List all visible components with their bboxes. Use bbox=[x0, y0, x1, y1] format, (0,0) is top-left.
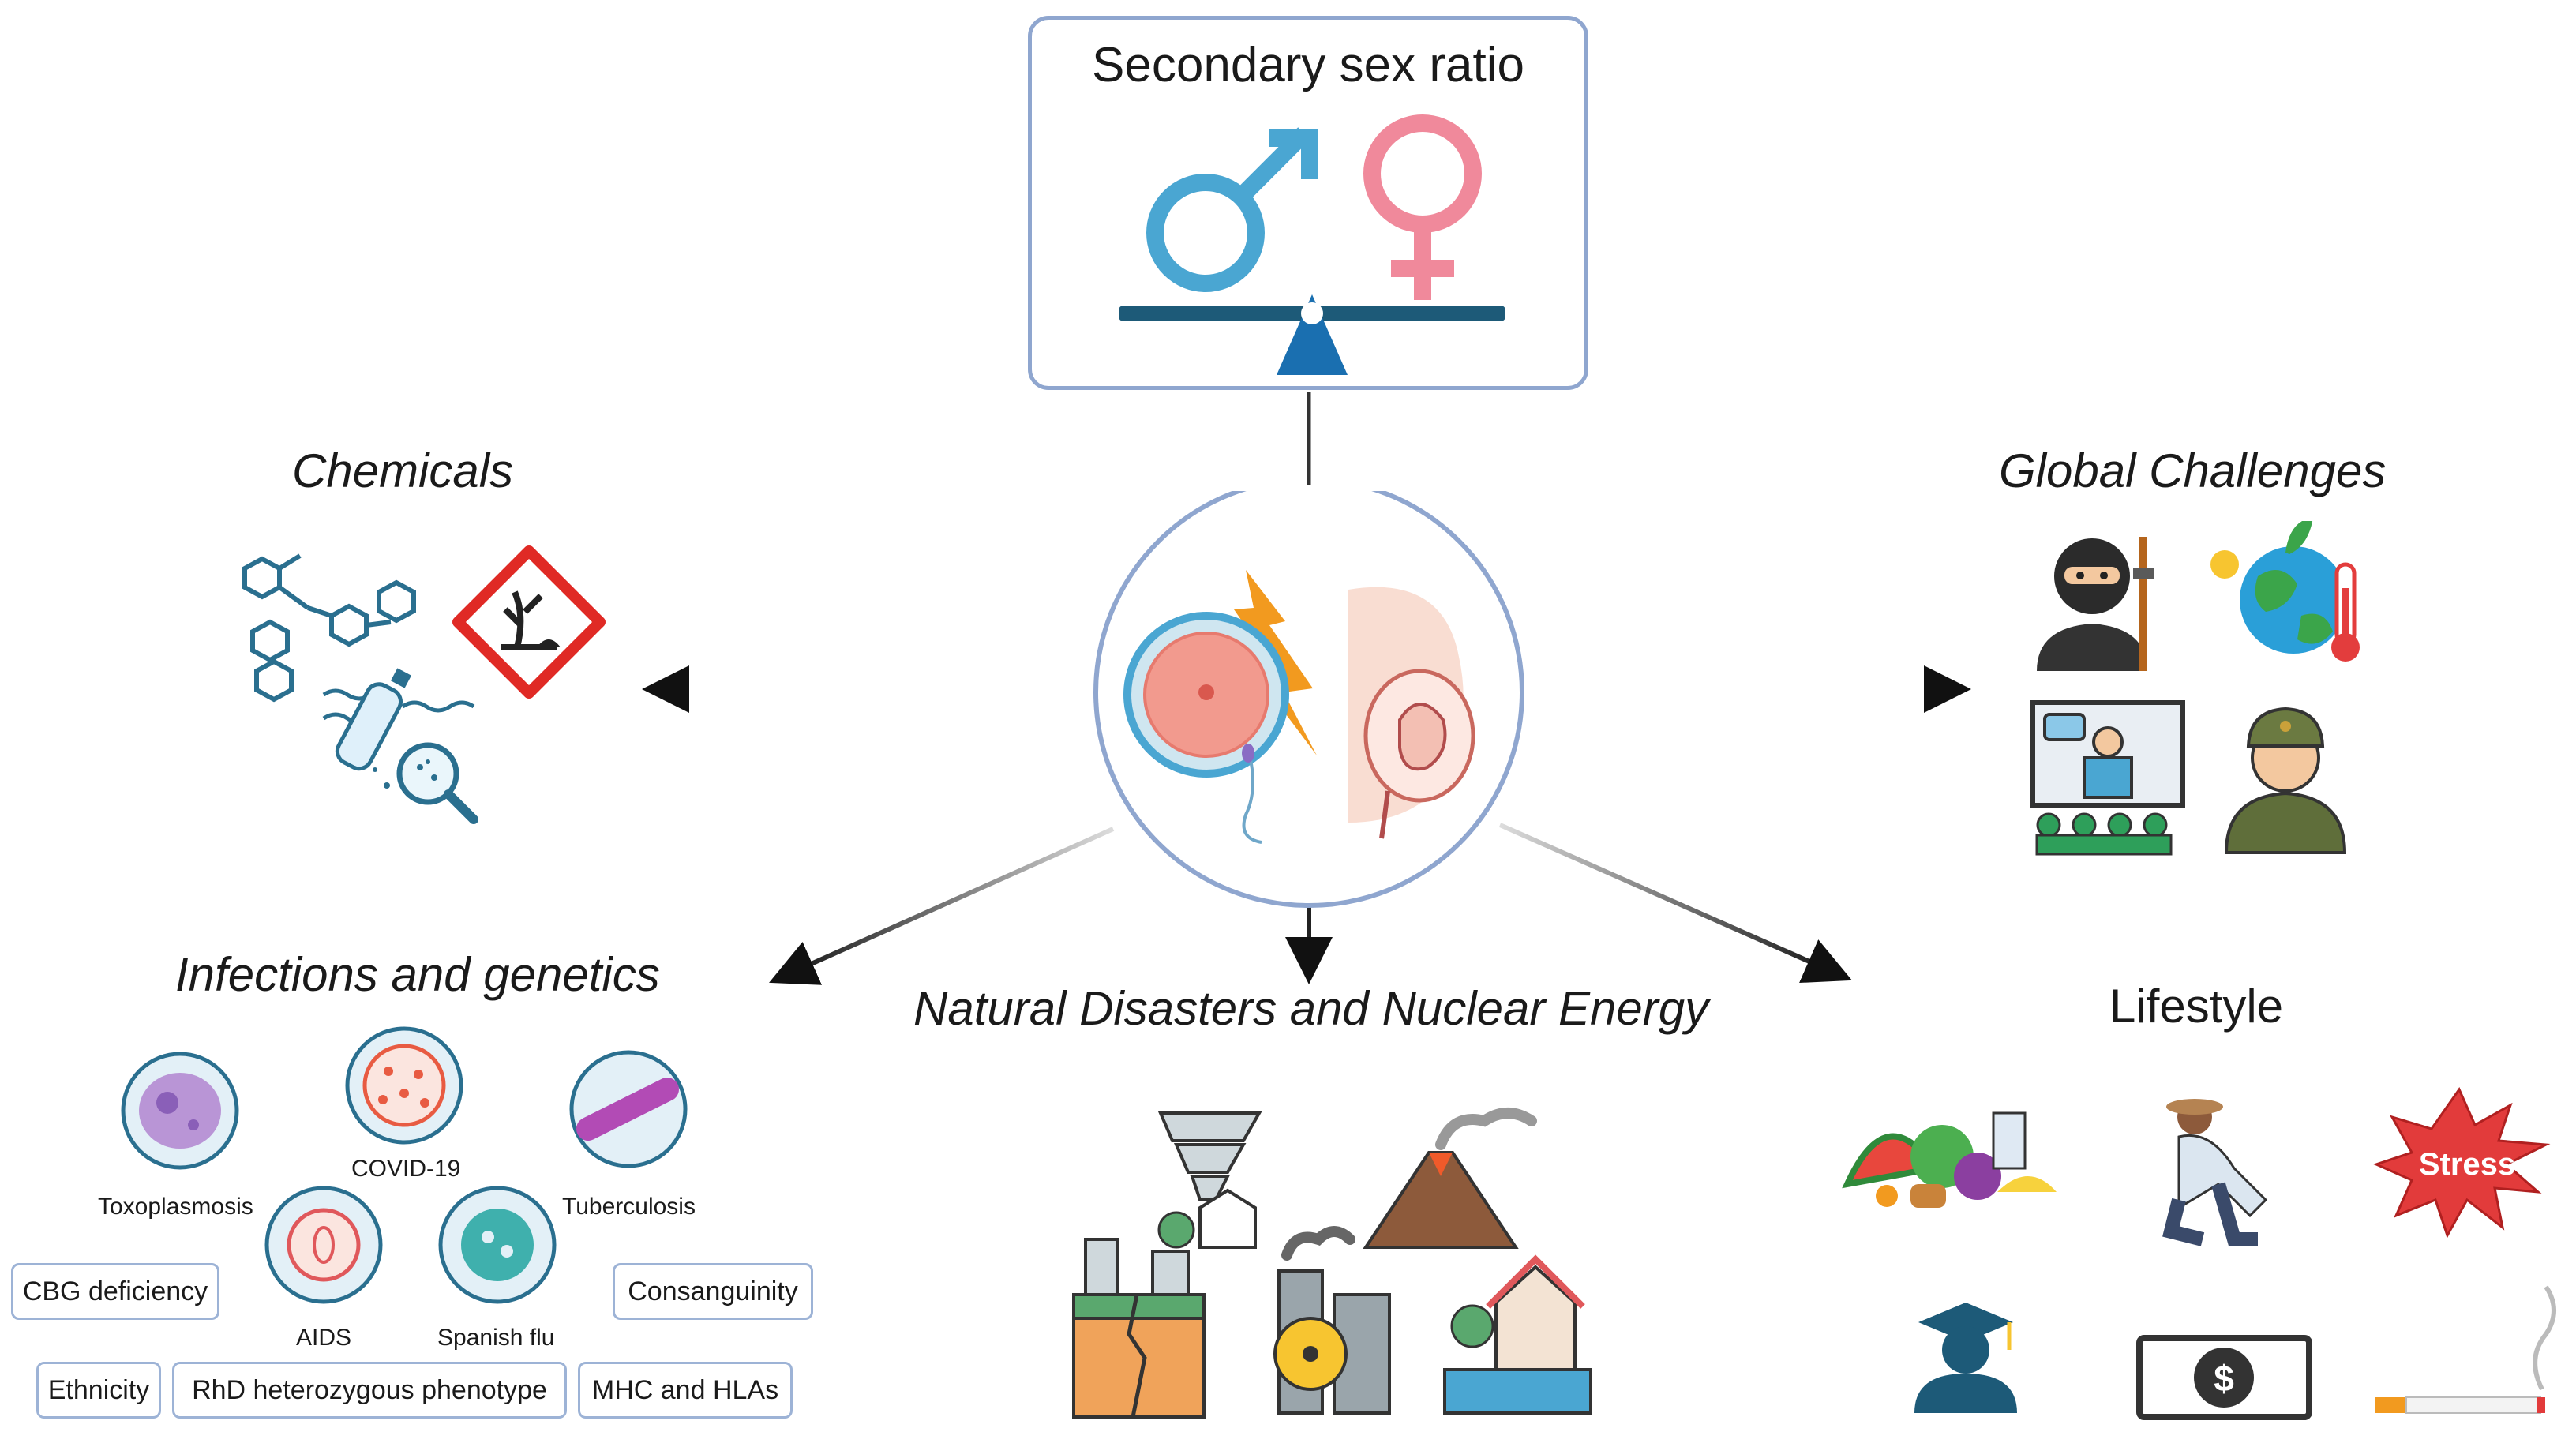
stress-icon: Stress bbox=[2372, 1086, 2551, 1239]
female-symbol-icon bbox=[1363, 114, 1482, 300]
graduate-icon bbox=[1914, 1303, 2017, 1413]
pregnancy-icon bbox=[1348, 587, 1475, 839]
arrow-to-infections bbox=[769, 827, 1115, 985]
tag-cbg-deficiency: CBG deficiency bbox=[11, 1263, 219, 1320]
money-icon: $ bbox=[2136, 1335, 2312, 1420]
lifestyle-title: Lifestyle bbox=[2109, 980, 2284, 1033]
tag-rhd-phenotype: RhD heterozygous phenotype bbox=[172, 1362, 567, 1419]
conference-icon bbox=[2030, 700, 2185, 856]
tornado-icon bbox=[1157, 1111, 1262, 1249]
svg-text:$: $ bbox=[2214, 1358, 2234, 1399]
global-challenges-title: Global Challenges bbox=[1999, 444, 2387, 497]
flood-icon bbox=[1443, 1254, 1592, 1415]
natural-disasters-title: Natural Disasters and Nuclear Energy bbox=[913, 982, 1709, 1035]
molecule-icon bbox=[242, 553, 416, 703]
aids-label: AIDS bbox=[296, 1325, 352, 1351]
ovum-icon bbox=[1123, 612, 1289, 844]
tag-ethnicity: Ethnicity bbox=[36, 1362, 161, 1419]
infections-title: Infections and genetics bbox=[175, 948, 660, 1001]
volcano-icon bbox=[1363, 1108, 1537, 1249]
soldier-icon bbox=[2224, 707, 2347, 854]
terrorist-icon bbox=[2037, 537, 2154, 671]
climate-change-icon bbox=[2210, 521, 2360, 662]
earthquake-icon bbox=[1072, 1238, 1206, 1419]
tuberculosis-icon bbox=[569, 1050, 688, 1168]
environmental-hazard-icon bbox=[452, 545, 606, 699]
global-challenges-icons bbox=[2030, 521, 2360, 856]
aids-icon bbox=[264, 1186, 383, 1304]
chemicals-icons bbox=[242, 545, 606, 824]
tuberculosis-label: Tuberculosis bbox=[562, 1194, 696, 1220]
plastic-pollution-icon bbox=[322, 668, 478, 824]
tag-mhc-hlas: MHC and HLAs bbox=[578, 1362, 793, 1419]
arrow-to-lifestyle bbox=[1498, 823, 1852, 984]
cigarette-icon bbox=[2375, 1285, 2556, 1414]
farmer-icon bbox=[2162, 1099, 2268, 1246]
spanish-flu-label: Spanish flu bbox=[437, 1325, 555, 1351]
stress-label: Stress bbox=[2419, 1147, 2515, 1182]
secondary-sex-ratio-box: Secondary sex ratio bbox=[1028, 16, 1588, 390]
covid-label: COVID-19 bbox=[351, 1156, 461, 1182]
lifestyle-icons: Stress $ bbox=[1842, 1086, 2556, 1420]
toxoplasmosis-icon bbox=[121, 1052, 239, 1170]
balance-scale-icon bbox=[1119, 294, 1505, 375]
chemicals-title: Chemicals bbox=[292, 444, 514, 497]
male-symbol-icon bbox=[1146, 127, 1318, 292]
pathogens-icons bbox=[121, 1026, 688, 1304]
toxoplasmosis-label: Toxoplasmosis bbox=[98, 1194, 253, 1220]
covid-icon bbox=[345, 1026, 463, 1145]
natural-disasters-icons bbox=[1072, 1108, 1592, 1419]
secondary-sex-ratio-title: Secondary sex ratio bbox=[1092, 38, 1524, 92]
spanish-flu-icon bbox=[438, 1186, 557, 1304]
tag-consanguinity: Consanguinity bbox=[613, 1263, 813, 1320]
food-icon bbox=[1842, 1111, 2057, 1208]
central-circle bbox=[1093, 491, 1524, 908]
nuclear-plant-icon bbox=[1273, 1226, 1391, 1415]
